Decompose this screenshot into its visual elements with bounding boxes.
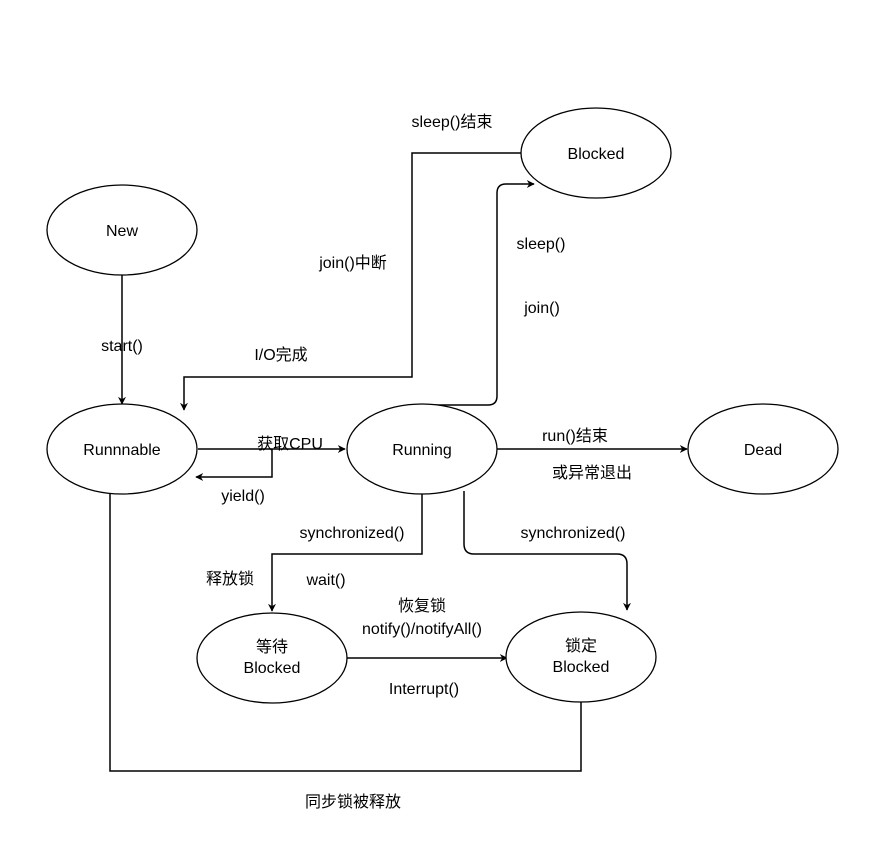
label-io-done: I/O完成 [254, 346, 307, 364]
label-run-end-1: run()结束 [542, 427, 608, 445]
state-running: Running [346, 403, 498, 495]
edge-sleep-join [423, 180, 535, 406]
label-get-cpu: 获取CPU [257, 435, 323, 453]
state-lock-blocked: 锁定 Blocked [505, 611, 657, 703]
edge-yield [195, 449, 273, 481]
state-lock-label-line2: Blocked [553, 659, 610, 676]
state-dead-label: Dead [744, 442, 782, 459]
label-yield: yield() [221, 488, 265, 505]
label-notify: notify()/notifyAll() [362, 621, 482, 638]
label-join: join() [523, 300, 560, 317]
state-dead: Dead [687, 403, 839, 495]
edge-synchronized-right [463, 491, 631, 611]
state-runnable-label: Runnnable [83, 442, 161, 459]
label-sleep: sleep() [517, 236, 566, 253]
label-synchronized-left: synchronized() [300, 525, 405, 542]
edge-lock-released [106, 482, 582, 772]
state-waiting-label-line2: Blocked [244, 660, 301, 677]
label-join-interrupt: join()中断 [318, 254, 387, 272]
label-sync-released: 同步锁被释放 [305, 793, 401, 811]
label-interrupt: Interrupt() [389, 681, 459, 698]
label-release-lock: 释放锁 [206, 570, 254, 588]
label-run-end-2: 或异常退出 [552, 464, 632, 482]
label-sleep-end: sleep()结束 [412, 113, 493, 131]
state-new: New [46, 184, 198, 276]
state-runnable: Runnnable [46, 403, 198, 495]
edge-blocked-to-runnable [180, 152, 522, 411]
label-start: start() [101, 338, 143, 355]
state-blocked-sleep-label: Blocked [568, 146, 625, 163]
state-waiting-label-line1: 等待 [256, 638, 288, 656]
label-resume-lock: 恢复锁 [398, 597, 446, 615]
state-running-label: Running [392, 442, 452, 459]
state-waiting-blocked: 等待 Blocked [196, 612, 348, 704]
label-synchronized-right: synchronized() [521, 525, 626, 542]
state-blocked-sleep: Blocked [520, 107, 672, 199]
label-wait: wait() [305, 572, 345, 589]
state-new-label: New [106, 223, 138, 240]
edge-synchronized-left [268, 494, 423, 612]
state-lock-label-line1: 锁定 [565, 637, 597, 655]
